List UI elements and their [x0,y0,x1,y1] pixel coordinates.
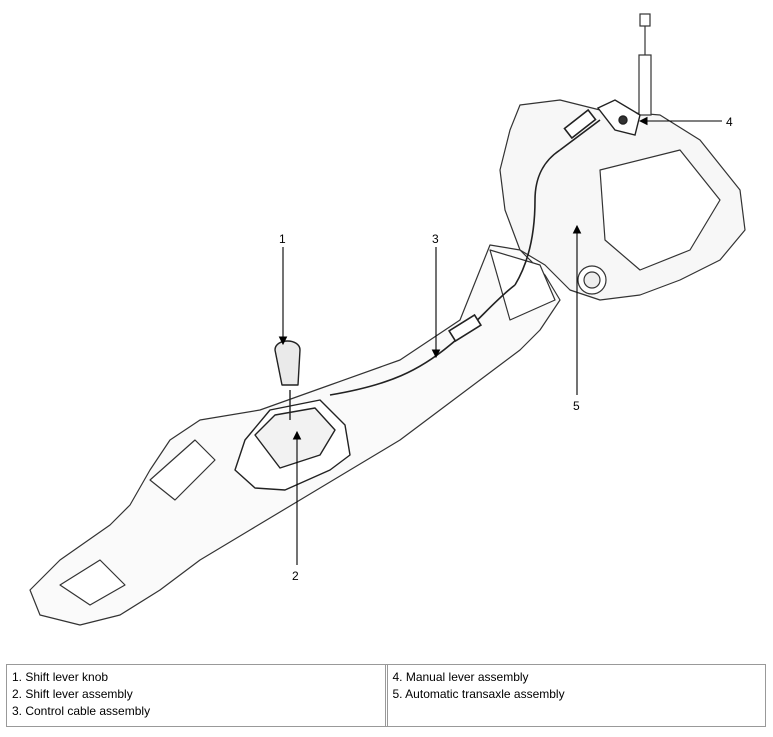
dipstick-drawing [638,13,652,116]
callout-5: 5 [573,399,580,413]
callout-4: 4 [726,115,733,129]
legend-item-manual-lever-assembly: 4. Manual lever assembly [392,670,529,684]
callout-3: 3 [432,232,439,246]
legend-item-control-cable-assembly: 3. Control cable assembly [12,704,151,718]
legend-column-right: 4. Manual lever assembly 5. Automatic tr… [384,665,766,726]
legend-item-shift-lever-assembly: 2. Shift lever assembly [12,687,133,701]
callout-leaders [278,116,722,565]
legend-item-automatic-transaxle-assembly: 5. Automatic transaxle assembly [392,687,565,701]
callout-2: 2 [292,569,299,583]
legend-item-shift-lever-knob: 1. Shift lever knob [12,670,109,684]
control-cable-drawing [329,108,601,396]
shift-system-diagram: 1 2 3 4 5 [29,13,746,626]
parts-legend: 1. Shift lever knob 2. Shift lever assem… [6,664,766,727]
legend-column-left: 1. Shift lever knob 2. Shift lever assem… [7,665,385,726]
manual-lever-drawing [596,99,641,136]
callout-1: 1 [279,232,286,246]
